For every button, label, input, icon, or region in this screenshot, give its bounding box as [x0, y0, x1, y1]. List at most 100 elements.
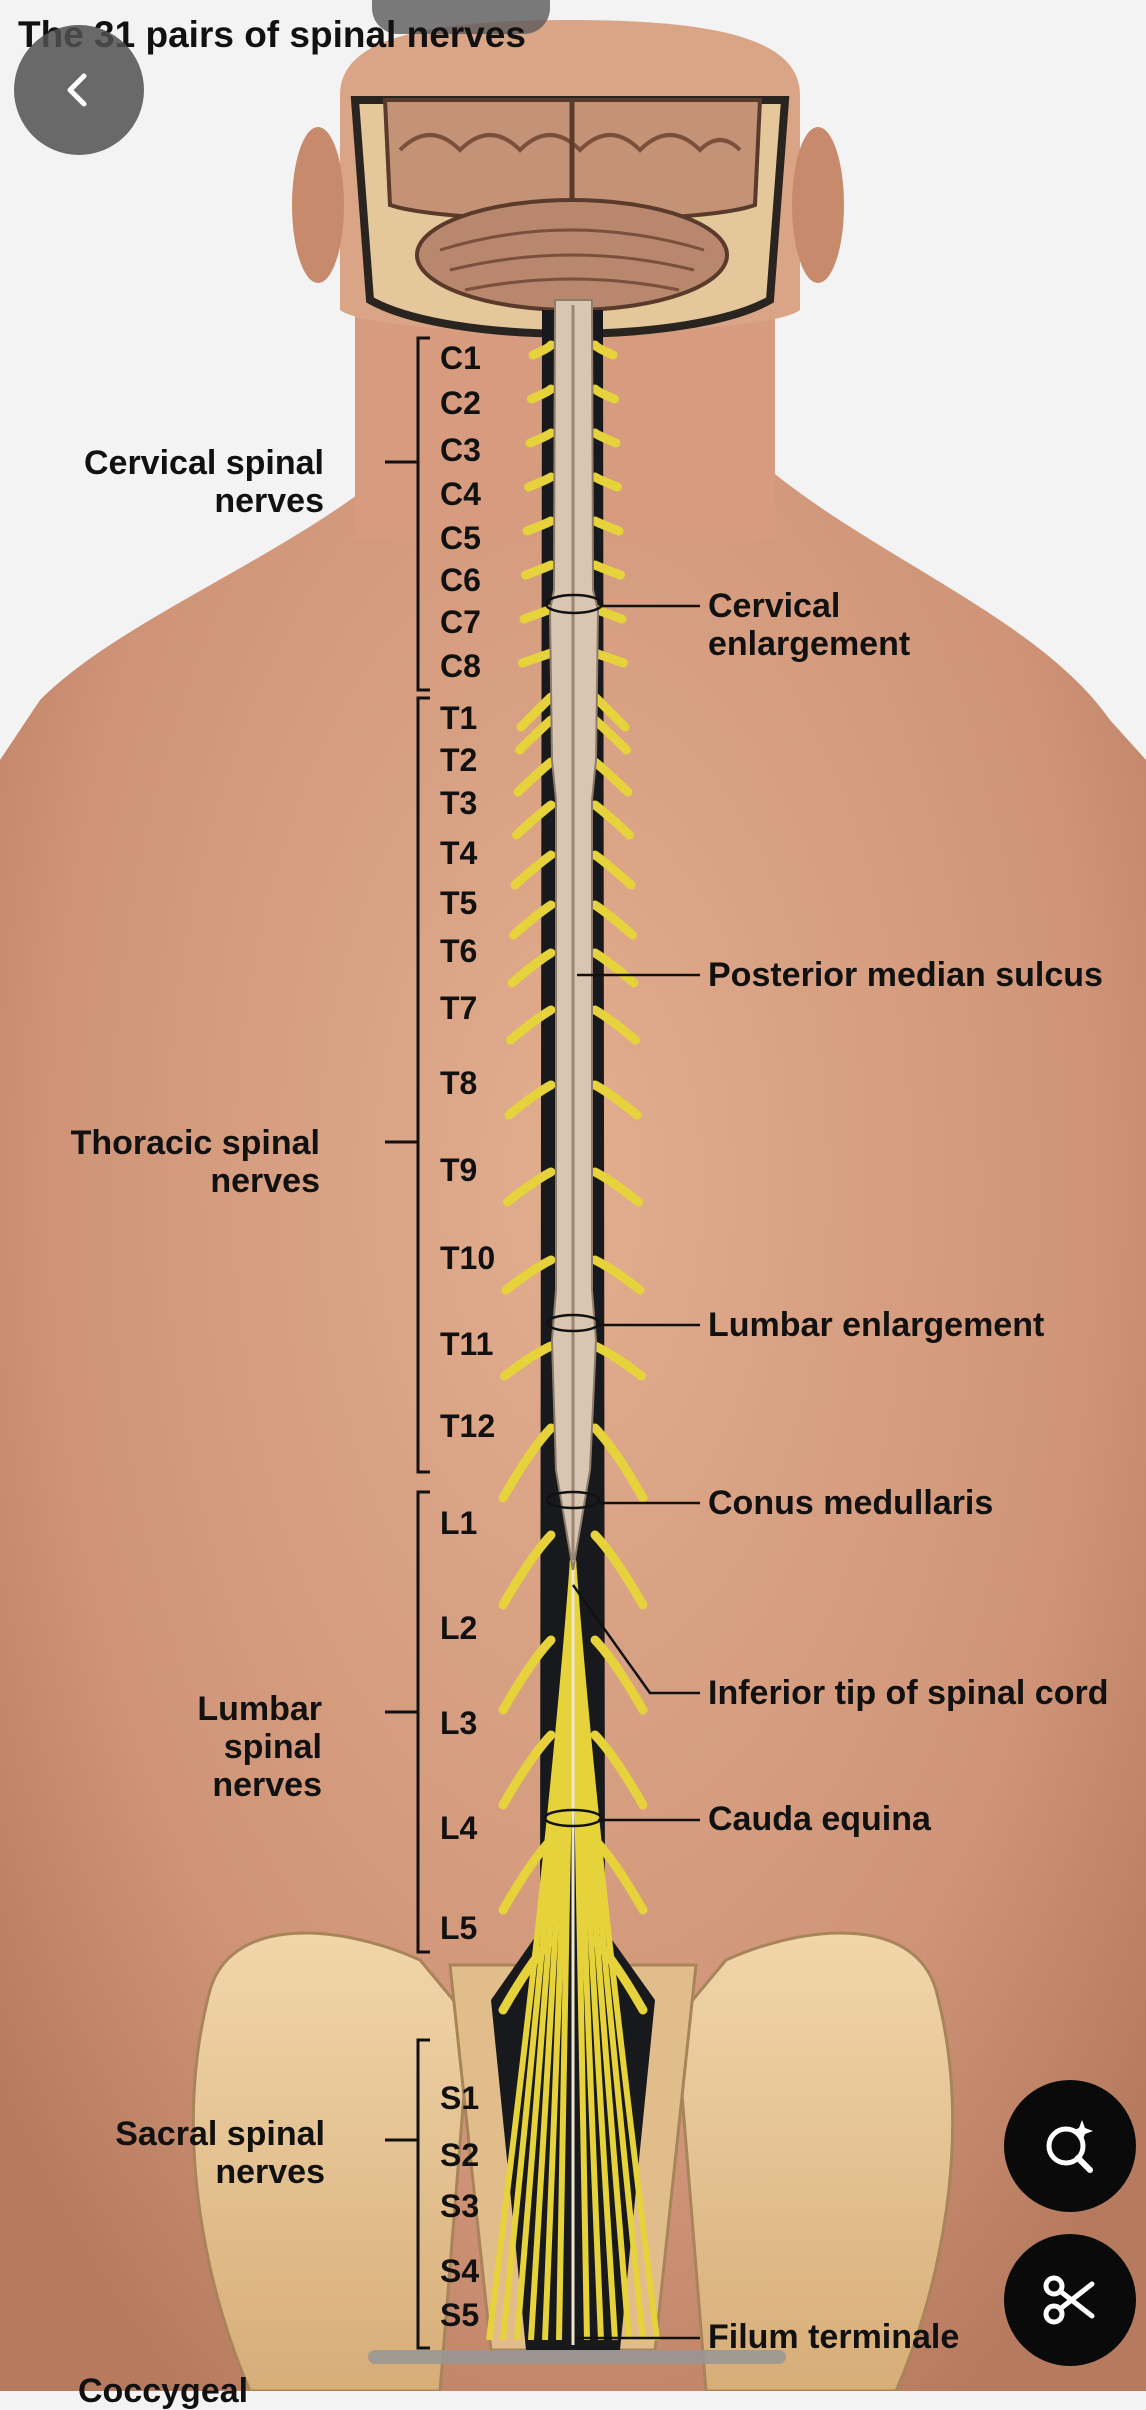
nerve-root [515, 715, 556, 755]
seg-c3: C3 [440, 432, 481, 468]
seg-c5: C5 [440, 520, 481, 556]
nerve-root [498, 1730, 556, 1810]
label-cervical-spinal-nerves: Cervical spinal nerves [40, 444, 324, 520]
label-thoracic-spinal-nerves: Thoracic spinal nerves [20, 1124, 320, 1200]
nerve-root [590, 757, 633, 797]
seg-l1: L1 [440, 1505, 478, 1541]
right-ear [792, 127, 844, 283]
label-filum-terminale: Filum terminale [708, 2318, 960, 2356]
label-posterior-median-sulcus: Posterior median sulcus [708, 956, 1103, 994]
nerve-root [590, 384, 619, 404]
leader-lines [543, 593, 700, 2340]
seg-s3: S3 [440, 2188, 480, 2224]
nerve-root [590, 1423, 648, 1503]
nerve-root [516, 692, 556, 732]
label-lumbar-line3: nerves [212, 1766, 322, 1804]
nerve-root [507, 948, 556, 988]
seg-t9: T9 [440, 1152, 478, 1188]
seg-t3: T3 [440, 785, 478, 821]
label-cervical-enlargement-line1: Cervical [708, 587, 841, 625]
nerve-root [590, 428, 621, 448]
status-notch [372, 0, 550, 34]
cauda-fiber [570, 1559, 660, 2341]
nerve-root [501, 1255, 556, 1295]
nerve-root [504, 1080, 556, 1120]
nerve-root [500, 1341, 556, 1381]
nerve-root [590, 900, 637, 940]
seg-s2: S2 [440, 2137, 480, 2173]
nerve-root [510, 850, 556, 890]
lumbar-bracket [385, 1490, 430, 1954]
nerve-root [590, 948, 639, 988]
nerve-root [590, 1530, 648, 1610]
nerve-root [518, 648, 556, 668]
seg-s4: S4 [440, 2253, 480, 2289]
label-cervical-line1: Cervical spinal [83, 444, 324, 482]
nerve-root [590, 560, 625, 580]
seg-l2: L2 [440, 1610, 478, 1646]
label-sacral-line2: nerves [215, 2153, 325, 2191]
nerve-root [590, 1255, 645, 1295]
label-thoracic-line2: nerves [210, 1162, 320, 1200]
label-sacral-line1: Sacral spinal [115, 2115, 325, 2153]
nerve-root [512, 800, 556, 840]
nerve-root [590, 1167, 643, 1207]
seg-t12: T12 [440, 1408, 496, 1444]
seg-s5: S5 [440, 2297, 480, 2333]
seg-l4: L4 [440, 1810, 478, 1846]
label-cervical-line2: nerves [214, 482, 324, 520]
nerve-root [590, 1635, 648, 1715]
cutout-button[interactable] [1004, 2234, 1136, 2366]
nerve-root [522, 516, 556, 536]
label-cervical-enlargement: Cervical enlargement [708, 587, 910, 663]
nerve-root [509, 900, 556, 940]
seg-c6: C6 [440, 562, 481, 598]
label-cervical-enlargement-line2: enlargement [708, 625, 911, 663]
label-inferior-tip: Inferior tip of spinal cord [708, 1674, 1109, 1712]
nerve-root [590, 1080, 642, 1120]
nerve-root [498, 1423, 556, 1503]
nerve-root [590, 516, 624, 536]
nerve-root [503, 1167, 556, 1207]
nerve-root [513, 757, 556, 797]
nerve-root [498, 1530, 556, 1610]
seg-t2: T2 [440, 742, 478, 778]
label-lumbar-spinal-nerves: Lumbar spinal nerves [120, 1690, 322, 1804]
cauda-equina-fibers [486, 1559, 660, 2341]
nerve-root [506, 1005, 556, 1045]
seg-c2: C2 [440, 385, 481, 421]
lens-sparkle-icon [1046, 2120, 1093, 2173]
seg-t11: T11 [440, 1326, 494, 1362]
nerve-root [590, 472, 622, 492]
back-button[interactable] [14, 25, 144, 155]
seg-l3: L3 [440, 1705, 478, 1741]
nerve-root [590, 1341, 646, 1381]
seg-t8: T8 [440, 1065, 478, 1101]
seg-c8: C8 [440, 648, 481, 684]
nerve-root [590, 1005, 640, 1045]
sacral-bracket [385, 2038, 430, 2350]
nerve-root [590, 850, 636, 890]
cervical-bracket [385, 336, 430, 692]
seg-t4: T4 [440, 835, 478, 871]
seg-c1: C1 [440, 340, 481, 376]
seg-t10: T10 [440, 1240, 496, 1276]
seg-s1: S1 [440, 2080, 480, 2116]
nerve-root [524, 472, 556, 492]
label-lumbar-enlargement: Lumbar enlargement [708, 1306, 1045, 1344]
region-brackets [385, 336, 430, 2350]
thoracic-bracket [385, 696, 430, 1474]
label-lumbar-line1: Lumbar [197, 1690, 322, 1728]
label-conus-medullaris: Conus medullaris [708, 1484, 994, 1522]
seg-t7: T7 [440, 990, 478, 1026]
left-ear [292, 127, 344, 283]
seg-t6: T6 [440, 933, 478, 969]
label-thoracic-line1: Thoracic spinal [70, 1124, 320, 1162]
seg-c4: C4 [440, 476, 481, 512]
home-indicator[interactable] [368, 2350, 786, 2364]
visual-search-button[interactable] [1004, 2080, 1136, 2212]
nerve-root [521, 560, 556, 580]
nerve-root [527, 384, 556, 404]
